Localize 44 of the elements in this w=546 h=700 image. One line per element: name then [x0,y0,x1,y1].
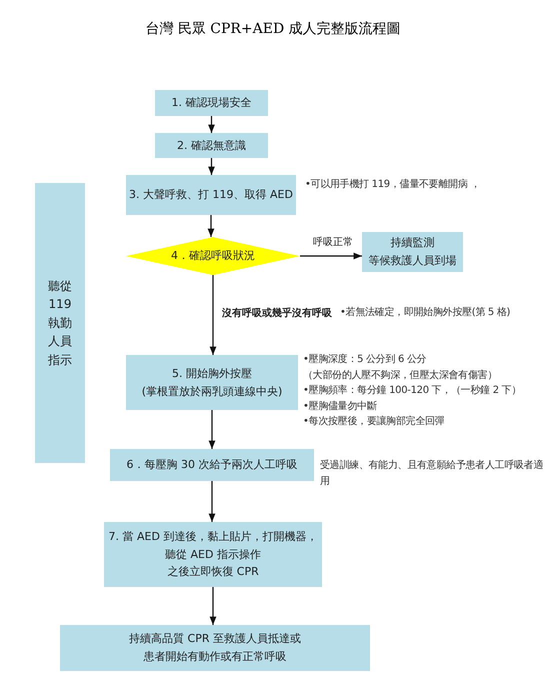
side-note: •壓胸頻率：每分鐘 100-120 下，（一秒鐘 2 下） [303,384,522,398]
edge-label: 呼吸正常 [312,235,354,249]
side-banner [35,183,85,463]
step-text: 持續高品質 CPR 至救護人員抵達或 [129,631,301,648]
decision-diamond [126,237,300,275]
step-text: 聽從119執勤人員指示 [48,278,72,369]
arrow [208,116,215,133]
step-text: 聽從 AED 指示操作 [165,546,261,563]
side-note: •壓胸儘量勿中斷 [303,400,378,414]
process-box [155,133,268,158]
arrow [208,481,216,522]
edge-label: 沒有呼吸或幾乎沒有呼吸 [221,306,333,320]
step-text: 2. 確認無意識 [177,138,246,154]
process-box [104,522,322,587]
process-box [126,355,298,410]
step-text: 等候救護人員到場 [368,253,456,269]
arrow [208,158,215,175]
side-note: •每次按壓後，要讓胸部完全回彈 [303,414,446,429]
step-text: 3. 大聲呼救、打 119、取得 AED [129,187,293,204]
process-box [155,90,268,116]
arrow [300,252,362,260]
side-note: •可以用手機打 119，儘量不要離開病 ， [305,178,482,192]
arrow [208,410,216,449]
arrow [210,275,216,355]
side-note: 受過訓練、有能力、且有意願給予患者人工呼吸者適用 [320,458,544,488]
step-text: 7. 當 AED 到達後，黏上貼片，打開機器， [108,529,318,546]
step-text: 之後立即恢復 CPR [167,564,259,580]
step-text: 持續監測 [390,235,434,252]
arrow [208,215,214,237]
step-text: 4．確認呼吸狀況 [171,248,255,264]
process-box [110,449,314,481]
side-note: •壓胸深度：5 公分到 6 公分 [303,352,428,367]
arrow [210,587,216,625]
note-text: •若無法確定，即開始胸外按壓(第 5 格) [340,306,510,320]
process-box [126,175,296,215]
process-box [60,625,370,671]
diagram-title: 台灣 民眾 CPR+AED 成人完整版流程圖 [144,20,402,38]
step-text: 1. 確認現場安全 [172,95,252,112]
process-box [362,232,463,272]
step-text: 患者開始有動作或有正常呼吸 [144,649,286,665]
step-text: 6．每壓胸 30 次給予兩次人工呼吸 [126,457,298,474]
step-text: (掌根置放於兩乳頭連線中央) [142,384,282,400]
side-note: （大部份的人壓不夠深，但壓太深會有傷害） [303,368,498,382]
step-text: 5. 開始胸外按壓 [172,366,252,382]
